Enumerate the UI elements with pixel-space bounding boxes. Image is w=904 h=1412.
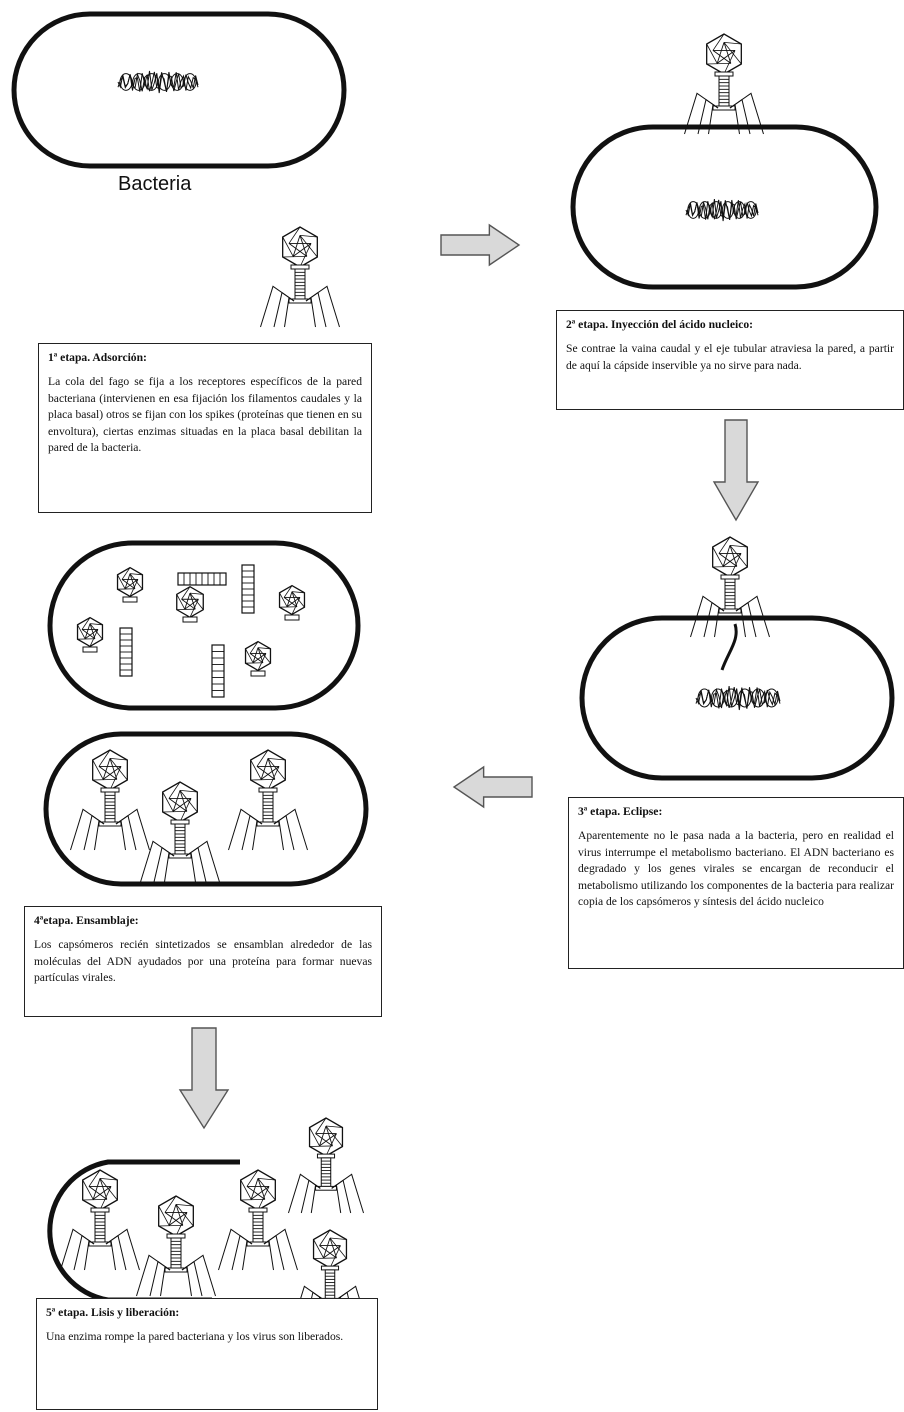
capsid-icon <box>76 616 104 653</box>
stage-5-text: Una enzima rompe la pared bacteriana y l… <box>46 1330 344 1344</box>
injected-dna-icon <box>720 623 738 671</box>
bacterium-stage-2 <box>570 124 879 290</box>
attached-phage-icon-2 <box>684 33 764 135</box>
stage-3-title: 3ª etapa. Eclipse: <box>578 805 663 818</box>
released-phage-icon <box>287 1117 365 1214</box>
stage-2-text: Se contrae la vaina caudal y el eje tubu… <box>566 342 894 372</box>
stage-3-text: Aparentemente no le pasa nada a la bacte… <box>578 829 894 909</box>
capsid-icon <box>278 584 306 621</box>
stage-3-box: 3ª etapa. Eclipse: Aparentemente no le p… <box>568 797 904 969</box>
initial-dna-icon <box>117 70 199 94</box>
tail-icon <box>241 564 255 614</box>
tail-icon <box>177 572 227 586</box>
stage-1-title: 1ª etapa. Adsorción: <box>48 351 147 364</box>
stage-1-text: La cola del fago se fija a los receptore… <box>48 375 362 455</box>
capsid-icon <box>116 566 144 603</box>
stage-2-box: 2ª etapa. Inyección del ácido nucleico: … <box>556 310 904 410</box>
attached-phage-icon-3 <box>690 536 770 638</box>
released-phage-icon <box>218 1169 298 1271</box>
stage-4-title: 4ªetapa. Ensamblaje: <box>34 914 139 927</box>
capsid-icon <box>176 585 204 623</box>
arrow-right-icon <box>440 223 521 267</box>
released-phage-icon <box>60 1169 140 1271</box>
dna-icon-stage-2 <box>685 198 759 222</box>
bacteria-label: Bacteria <box>118 173 192 195</box>
arrow-down-icon <box>712 419 760 522</box>
assembled-phage-icon <box>140 781 220 883</box>
capsid-icon <box>244 640 272 677</box>
assembled-phage-icon <box>228 749 308 851</box>
tail-icon <box>119 627 133 677</box>
bacterium-synthesis <box>47 540 361 711</box>
arrow-left-icon <box>452 765 533 809</box>
bacterium-assembly <box>43 731 369 887</box>
stage-4-box: 4ªetapa. Ensamblaje: Los capsómeros reci… <box>24 906 382 1017</box>
initial-bacterium <box>11 11 347 169</box>
assembled-phage-icon <box>70 749 150 851</box>
stage-5-box: 5ª etapa. Lisis y liberación: Una enzima… <box>36 1298 378 1410</box>
arrow-down-icon <box>178 1027 230 1130</box>
tail-icon <box>211 644 225 698</box>
stage-5-title: 5ª etapa. Lisis y liberación: <box>46 1306 180 1319</box>
lysed-bacterium <box>47 1159 240 1303</box>
released-phage-icon <box>136 1195 216 1297</box>
stage-1-box: 1ª etapa. Adsorción: La cola del fago se… <box>38 343 372 513</box>
bacterium-stage-3 <box>579 615 895 781</box>
stage-4-text: Los capsómeros recién sintetizados se en… <box>34 938 372 985</box>
stage-2-title: 2ª etapa. Inyección del ácido nucleico: <box>566 318 754 331</box>
approaching-phage-icon <box>260 226 340 328</box>
dna-icon-stage-3 <box>695 686 781 711</box>
